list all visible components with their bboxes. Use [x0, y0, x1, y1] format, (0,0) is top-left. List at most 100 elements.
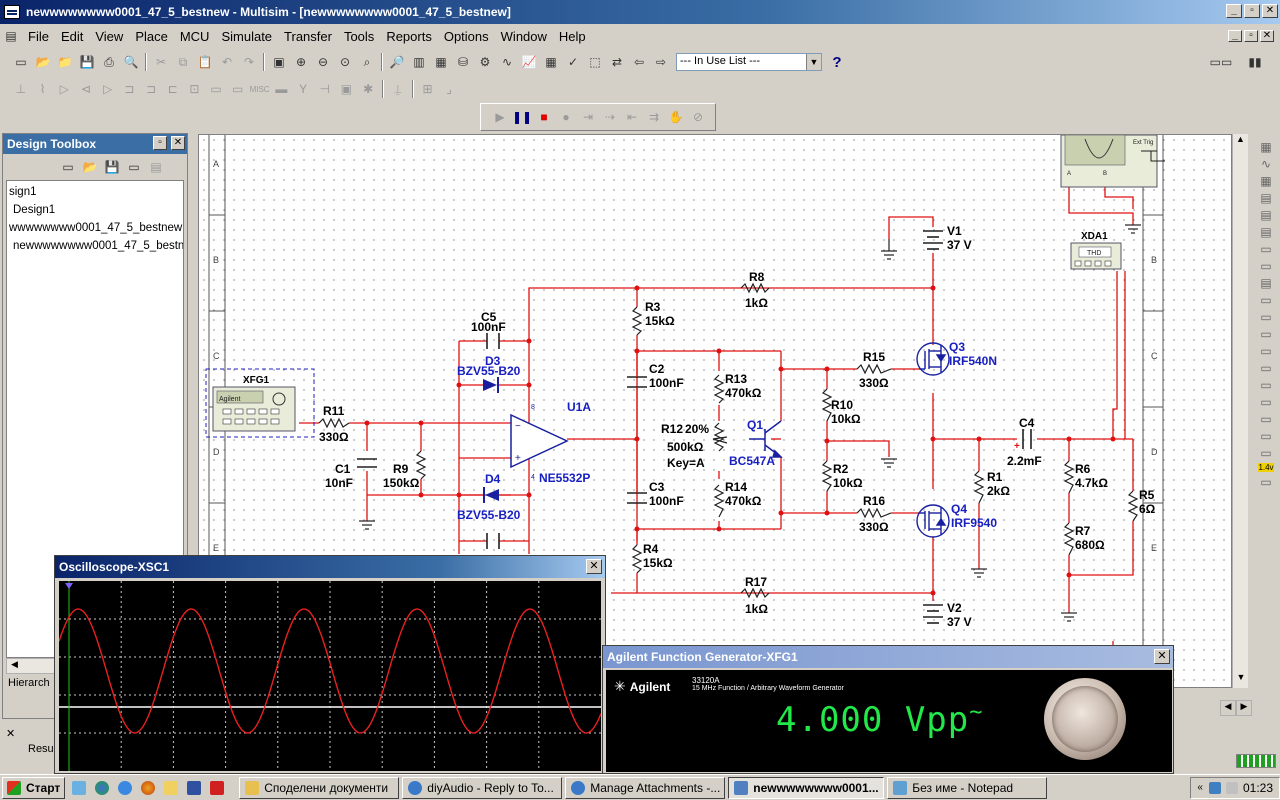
in-use-list-select[interactable]: --- In Use List --- ▼ [676, 53, 822, 71]
bode-plotter-icon[interactable]: ▤ [1260, 225, 1272, 239]
transfer-icon[interactable]: ⇄ [611, 55, 623, 69]
stop-icon[interactable]: ■ [540, 110, 548, 124]
show-desktop-icon[interactable] [72, 780, 87, 795]
taskbar-item[interactable]: Споделени документи [239, 776, 400, 799]
run-icon[interactable]: ▶ [495, 110, 505, 124]
hierarchical-icon[interactable]: ⊞ [422, 82, 433, 96]
xda1-instrument[interactable]: THD XDA1 [1070, 231, 1122, 270]
undo-icon[interactable]: ↶ [221, 55, 233, 69]
hierarchy-tab[interactable]: Hierarch [8, 677, 50, 689]
pause-at-next-icon[interactable]: ● [562, 110, 570, 124]
taskbar-item-active[interactable]: newwwwwwww0001... [728, 776, 885, 799]
tray-expand-icon[interactable]: « [1197, 782, 1203, 793]
save-design-icon[interactable]: 💾 [104, 160, 120, 174]
logic-analyzer-icon[interactable]: ▤ [1260, 276, 1272, 290]
tree-item[interactable]: wwwwwwww0001_47_5_bestnew [9, 222, 183, 234]
step-over-icon[interactable]: ⇢ [604, 110, 616, 124]
new-design-icon[interactable]: ▭ [62, 160, 74, 174]
digital-icon[interactable]: ⊏ [167, 82, 178, 96]
zoom-out-icon[interactable]: ⊖ [317, 55, 329, 69]
menu-mcu[interactable]: MCU [179, 28, 210, 44]
menu-edit[interactable]: Edit [60, 28, 84, 44]
minimize-button[interactable]: _ [1226, 4, 1242, 18]
toolbox-toggle-icon[interactable]: ▥ [413, 55, 425, 69]
function-generator-icon[interactable]: ∿ [1260, 157, 1272, 171]
step-out-icon[interactable]: ⇤ [626, 110, 638, 124]
misc-icon[interactable]: MISC [249, 84, 270, 94]
indicator-icon[interactable]: ▭ [210, 82, 222, 96]
basic-icon[interactable]: ⌇ [39, 82, 46, 96]
cut-icon[interactable]: ✂ [155, 55, 167, 69]
breadboard-icon[interactable]: ▦ [545, 55, 557, 69]
place-bus-icon[interactable]: ✱ [363, 82, 374, 96]
mixed-icon[interactable]: ⊡ [189, 82, 200, 96]
run-to-cursor-icon[interactable]: ⇉ [648, 110, 660, 124]
hscroll-left-icon[interactable]: ◀ [1220, 700, 1236, 716]
menu-view[interactable]: View [95, 28, 124, 44]
zoom-area-icon[interactable]: ⊙ [339, 55, 351, 69]
step-into-icon[interactable]: ⇥ [582, 110, 594, 124]
toolbox-close-icon[interactable]: ✕ [171, 136, 185, 150]
four-channel-scope-icon[interactable]: ▤ [1260, 208, 1272, 222]
start-button[interactable]: Старт [2, 776, 66, 799]
menu-file[interactable]: File [28, 28, 49, 44]
app-icon[interactable] [187, 780, 202, 795]
search-icon[interactable]: 🔎 [389, 55, 405, 69]
oscilloscope-close-button[interactable]: ✕ [586, 559, 602, 574]
ie-icon[interactable] [118, 780, 133, 795]
function-generator-close-button[interactable]: ✕ [1154, 649, 1170, 664]
spectrum-analyzer-icon[interactable]: ▭ [1260, 344, 1272, 358]
hscroll-right-icon[interactable]: ▶ [1236, 700, 1252, 716]
copy-icon[interactable]: ⧉ [178, 54, 188, 69]
fullscreen-icon[interactable]: ▣ [273, 55, 285, 69]
distortion-analyzer-icon[interactable]: ▭ [1260, 327, 1272, 341]
network-icon[interactable] [1208, 781, 1221, 794]
diode-icon[interactable]: ▷ [59, 82, 69, 96]
advanced-icon[interactable]: ▬ [275, 82, 288, 96]
menu-tools[interactable]: Tools [343, 28, 375, 44]
results-tab[interactable]: Resu [28, 743, 54, 755]
breakpoint-icon[interactable]: ✋ [668, 110, 684, 124]
scroll-left-icon[interactable]: ◀ [11, 659, 18, 669]
print-preview-icon[interactable]: 🔍 [123, 55, 139, 69]
open-design-icon[interactable]: 📂 [82, 160, 98, 174]
menu-simulate[interactable]: Simulate [221, 28, 273, 44]
scroll-up-icon[interactable]: ▲ [1236, 134, 1245, 144]
wattmeter-icon[interactable]: ▦ [1260, 174, 1272, 188]
agilent-scope-icon[interactable]: ▭ [1260, 412, 1272, 426]
taskbar-item[interactable]: Без име - Notepad [887, 776, 1048, 799]
menu-transfer[interactable]: Transfer [284, 28, 332, 44]
region-select-icon[interactable]: ⬚ [589, 55, 601, 69]
xfg1-instrument[interactable]: Agilent XFG1 [205, 368, 315, 438]
xsc1-instrument[interactable]: Ext Trig A B [1060, 135, 1158, 188]
erc-icon[interactable]: ✓ [567, 55, 579, 69]
rf-icon[interactable]: Y [299, 82, 308, 96]
maximize-button[interactable]: ▫ [1244, 4, 1260, 18]
source-icon[interactable]: ⊥ [15, 82, 27, 96]
electromech-icon[interactable]: ⊣ [319, 82, 330, 96]
agilent-multimeter-icon[interactable]: ▭ [1260, 395, 1272, 409]
zoom-fit-icon[interactable]: ⌕ [363, 54, 371, 69]
spreadsheet-icon[interactable]: ▦ [435, 55, 447, 69]
bus-entry-icon[interactable]: ⌟ [446, 82, 453, 96]
taskbar-item[interactable]: diyAudio - Reply to To... [402, 776, 563, 799]
multimeter-icon[interactable]: ▦ [1260, 140, 1272, 154]
chrome-icon[interactable] [95, 780, 110, 795]
pause-icon[interactable]: ❚❚ [511, 110, 533, 124]
generator-knob[interactable] [1044, 678, 1126, 760]
menu-place[interactable]: Place [135, 28, 168, 44]
database-icon[interactable]: ⛁ [457, 55, 469, 69]
firefox-icon[interactable] [141, 780, 156, 795]
doc-restore-button[interactable]: ▫ [1244, 30, 1258, 42]
paste-icon[interactable]: 📋 [197, 55, 213, 69]
folder-icon[interactable] [164, 780, 179, 795]
ttl-icon[interactable]: ⊐ [124, 82, 135, 96]
toolbox-restore-icon[interactable]: ▫ [153, 136, 167, 150]
tree-item[interactable]: Design1 [13, 204, 56, 216]
remove-breakpoints-icon[interactable]: ⊘ [692, 110, 704, 124]
back-annotate-icon[interactable]: ⇦ [633, 55, 645, 69]
power-icon[interactable]: ▭ [232, 82, 244, 96]
word-generator-icon[interactable]: ▭ [1260, 259, 1272, 273]
new-icon[interactable]: ▭ [15, 55, 27, 69]
cursor-marker-icon[interactable] [65, 583, 73, 589]
